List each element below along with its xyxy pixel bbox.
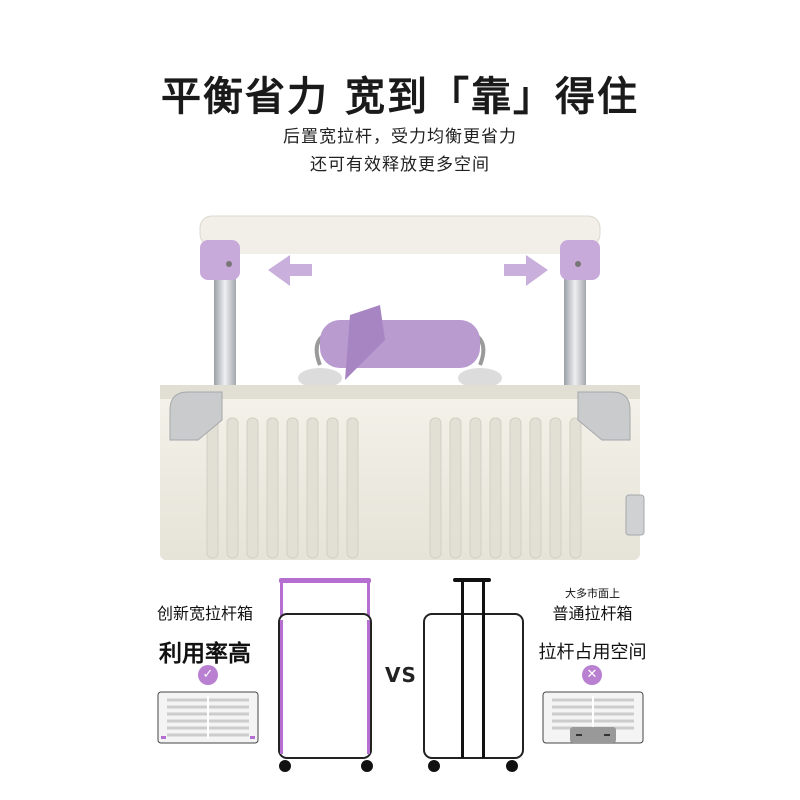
- subtitle-line-2: 还可有效释放更多空间: [310, 155, 490, 175]
- cross-icon: ✕: [582, 665, 602, 685]
- check-icon: ✓: [198, 665, 218, 685]
- standard-case-interior-icon: [542, 691, 644, 744]
- standard-case-diagram: [423, 578, 524, 772]
- carry-handle: [320, 320, 480, 368]
- suitcase-product-image: [160, 215, 645, 560]
- wide-handle-case-label: 创新宽拉杆箱: [156, 604, 253, 623]
- subtitle-line-1: 后置宽拉杆，受力均衡更省力: [283, 127, 517, 147]
- wide-handle-case-diagram: [278, 578, 373, 772]
- side-lock: [625, 494, 645, 536]
- telescopic-pole-left: [214, 260, 236, 400]
- standard-case-label: 普通拉杆箱: [552, 604, 633, 623]
- corner-guard-right: [577, 391, 631, 441]
- corner-guard-left: [169, 391, 223, 441]
- vs-label: VS: [385, 663, 417, 687]
- arrow-right-icon: [504, 255, 548, 286]
- wide-handle-feature: 利用率高: [159, 641, 251, 667]
- market-note: 大多市面上: [565, 587, 620, 600]
- wide-case-interior-icon: [157, 691, 259, 744]
- page-title: 平衡省力 宽到「靠」得住: [161, 74, 639, 120]
- telescopic-pole-right: [564, 260, 586, 400]
- standard-case-feature: 拉杆占用空间: [538, 642, 647, 663]
- handle-end-right: [560, 240, 600, 280]
- arrow-left-icon: [268, 255, 312, 286]
- handle-end-left: [200, 240, 240, 280]
